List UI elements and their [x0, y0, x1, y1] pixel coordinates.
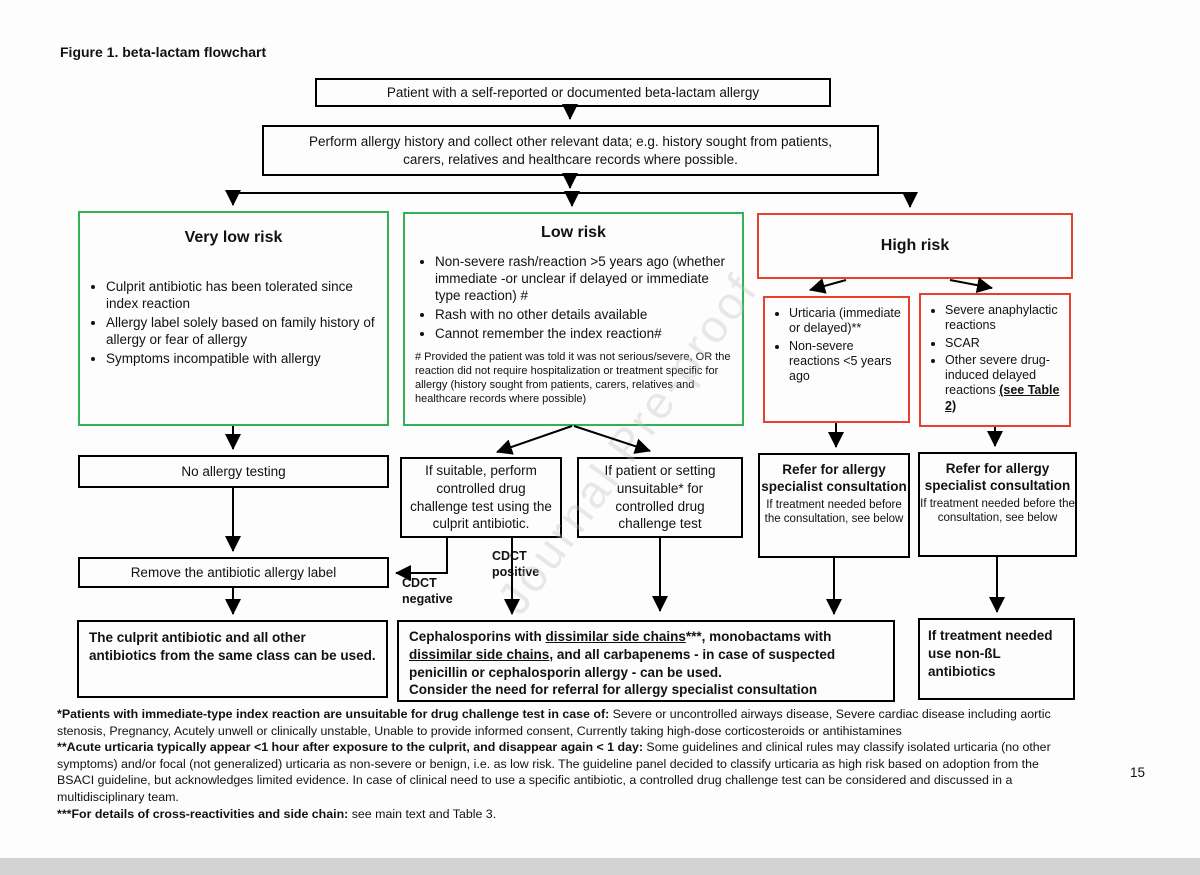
footnote-1-text: Severe or uncontrolled airways disease, … — [57, 707, 1051, 738]
culprit-ok-text: The culprit antibiotic and all other ant… — [89, 630, 376, 663]
refer-title: Refer for allergy specialist consultatio… — [924, 461, 1071, 494]
low-risk-box: Low risk Non-severe rash/reaction >5 yea… — [403, 212, 744, 426]
cdct-box-text: If suitable, perform controlled drug cha… — [410, 463, 552, 532]
non-betalactam-box: If treatment needed use non-ßL antibioti… — [918, 618, 1075, 700]
footnote-3-text: see main text and Table 3. — [348, 806, 497, 821]
high-risk-left-bullet: Urticaria (immediate or delayed)** — [789, 306, 906, 337]
cephalosporins-box: Cephalosporins with dissimilar side chai… — [397, 620, 895, 702]
footnote-2: **Acute urticaria typically appear <1 ho… — [57, 739, 1079, 805]
ceph-text: Cephalosporins with — [409, 629, 546, 644]
culprit-ok-box: The culprit antibiotic and all other ant… — [77, 620, 388, 698]
footnote-3: ***For details of cross-reactivities and… — [57, 806, 1079, 823]
history-box-text: Perform allergy history and collect othe… — [308, 133, 832, 167]
low-risk-hash-note: # Provided the patient was told it was n… — [415, 351, 731, 405]
ceph-text: , and all carbapenems - in case of suspe… — [409, 646, 836, 680]
very-low-risk-bullet: Culprit antibiotic has been tolerated si… — [106, 279, 381, 313]
ceph-consider-line: Consider the need for referral for aller… — [409, 682, 818, 698]
see-table-2-ref: (see Table 2) — [945, 383, 1060, 413]
refer-title: Refer for allergy specialist consultatio… — [761, 462, 907, 495]
high-risk-right-bullet-text: Other severe drug-induced delayed reacti… — [945, 352, 1050, 398]
refer-specialist-box-left: Refer for allergy specialist consultatio… — [758, 453, 910, 558]
very-low-risk-bullet: Symptoms incompatible with allergy — [106, 351, 381, 368]
high-risk-right-bullet: Severe anaphylactic reactions — [945, 303, 1067, 334]
footnote-3-lead: ***For details of cross-reactivities and… — [57, 806, 349, 821]
ceph-text: ***, monobactams with — [685, 629, 832, 644]
low-risk-bullet: Non-severe rash/reaction >5 years ago (w… — [435, 254, 738, 305]
refer-subtext: If treatment needed before the consultat… — [764, 498, 904, 526]
very-low-risk-title: Very low risk — [184, 229, 283, 246]
no-allergy-testing-box: No allergy testing — [78, 455, 389, 488]
footnote-1: *Patients with immediate-type index reac… — [57, 706, 1079, 739]
ceph-underline-2: dissimilar side chains — [409, 646, 550, 662]
high-risk-box: High risk — [757, 213, 1073, 279]
high-risk-right-bullet: Other severe drug-induced delayed reacti… — [945, 353, 1067, 414]
footnote-1-lead: *Patients with immediate-type index reac… — [57, 707, 610, 721]
refer-subtext: If treatment needed before the consultat… — [920, 497, 1075, 525]
unsuitable-box-text: If patient or setting unsuitable* for co… — [604, 463, 716, 532]
very-low-risk-box: Very low risk Culprit antibiotic has bee… — [78, 211, 389, 426]
cdct-positive-label: CDCT positive — [492, 549, 540, 579]
high-risk-right-box: Severe anaphylactic reactions SCAR Other… — [919, 293, 1071, 427]
very-low-risk-bullet: Allergy label solely based on family his… — [106, 315, 381, 349]
low-risk-bullet: Cannot remember the index reaction# — [435, 326, 738, 343]
patient-box: Patient with a self-reported or document… — [315, 78, 831, 107]
low-risk-title: Low risk — [541, 224, 606, 241]
page-number: 15 — [1130, 765, 1146, 780]
refer-specialist-box-right: Refer for allergy specialist consultatio… — [918, 452, 1077, 557]
non-betalactam-text: If treatment needed use non-ßL antibioti… — [928, 628, 1053, 679]
cdct-box: If suitable, perform controlled drug cha… — [400, 457, 562, 538]
high-risk-left-box: Urticaria (immediate or delayed)** Non-s… — [763, 296, 910, 423]
no-allergy-testing-text: No allergy testing — [181, 463, 286, 479]
figure-title: Figure 1. beta-lactam flowchart — [60, 44, 267, 60]
remove-label-text: Remove the antibiotic allergy label — [130, 564, 337, 580]
footnote-2-lead: **Acute urticaria typically appear <1 ho… — [57, 740, 643, 755]
ceph-underline-1: dissimilar side chains — [545, 629, 686, 644]
unsuitable-box: If patient or setting unsuitable* for co… — [577, 457, 743, 538]
footnote-2-text: Some guidelines and clinical rules may c… — [57, 740, 1051, 805]
cdct-negative-label: CDCT negative — [402, 576, 453, 606]
page-bottom-bar — [0, 858, 1200, 875]
history-box: Perform allergy history and collect othe… — [262, 125, 879, 176]
footnotes: *Patients with immediate-type index reac… — [57, 706, 1079, 822]
high-risk-title: High risk — [880, 237, 950, 254]
patient-box-text: Patient with a self-reported or document… — [386, 84, 760, 100]
remove-label-box: Remove the antibiotic allergy label — [78, 557, 389, 588]
low-risk-bullet: Rash with no other details available — [435, 307, 738, 324]
high-risk-right-bullet: SCAR — [945, 336, 1067, 351]
high-risk-left-bullet: Non-severe reactions <5 years ago — [789, 339, 906, 385]
